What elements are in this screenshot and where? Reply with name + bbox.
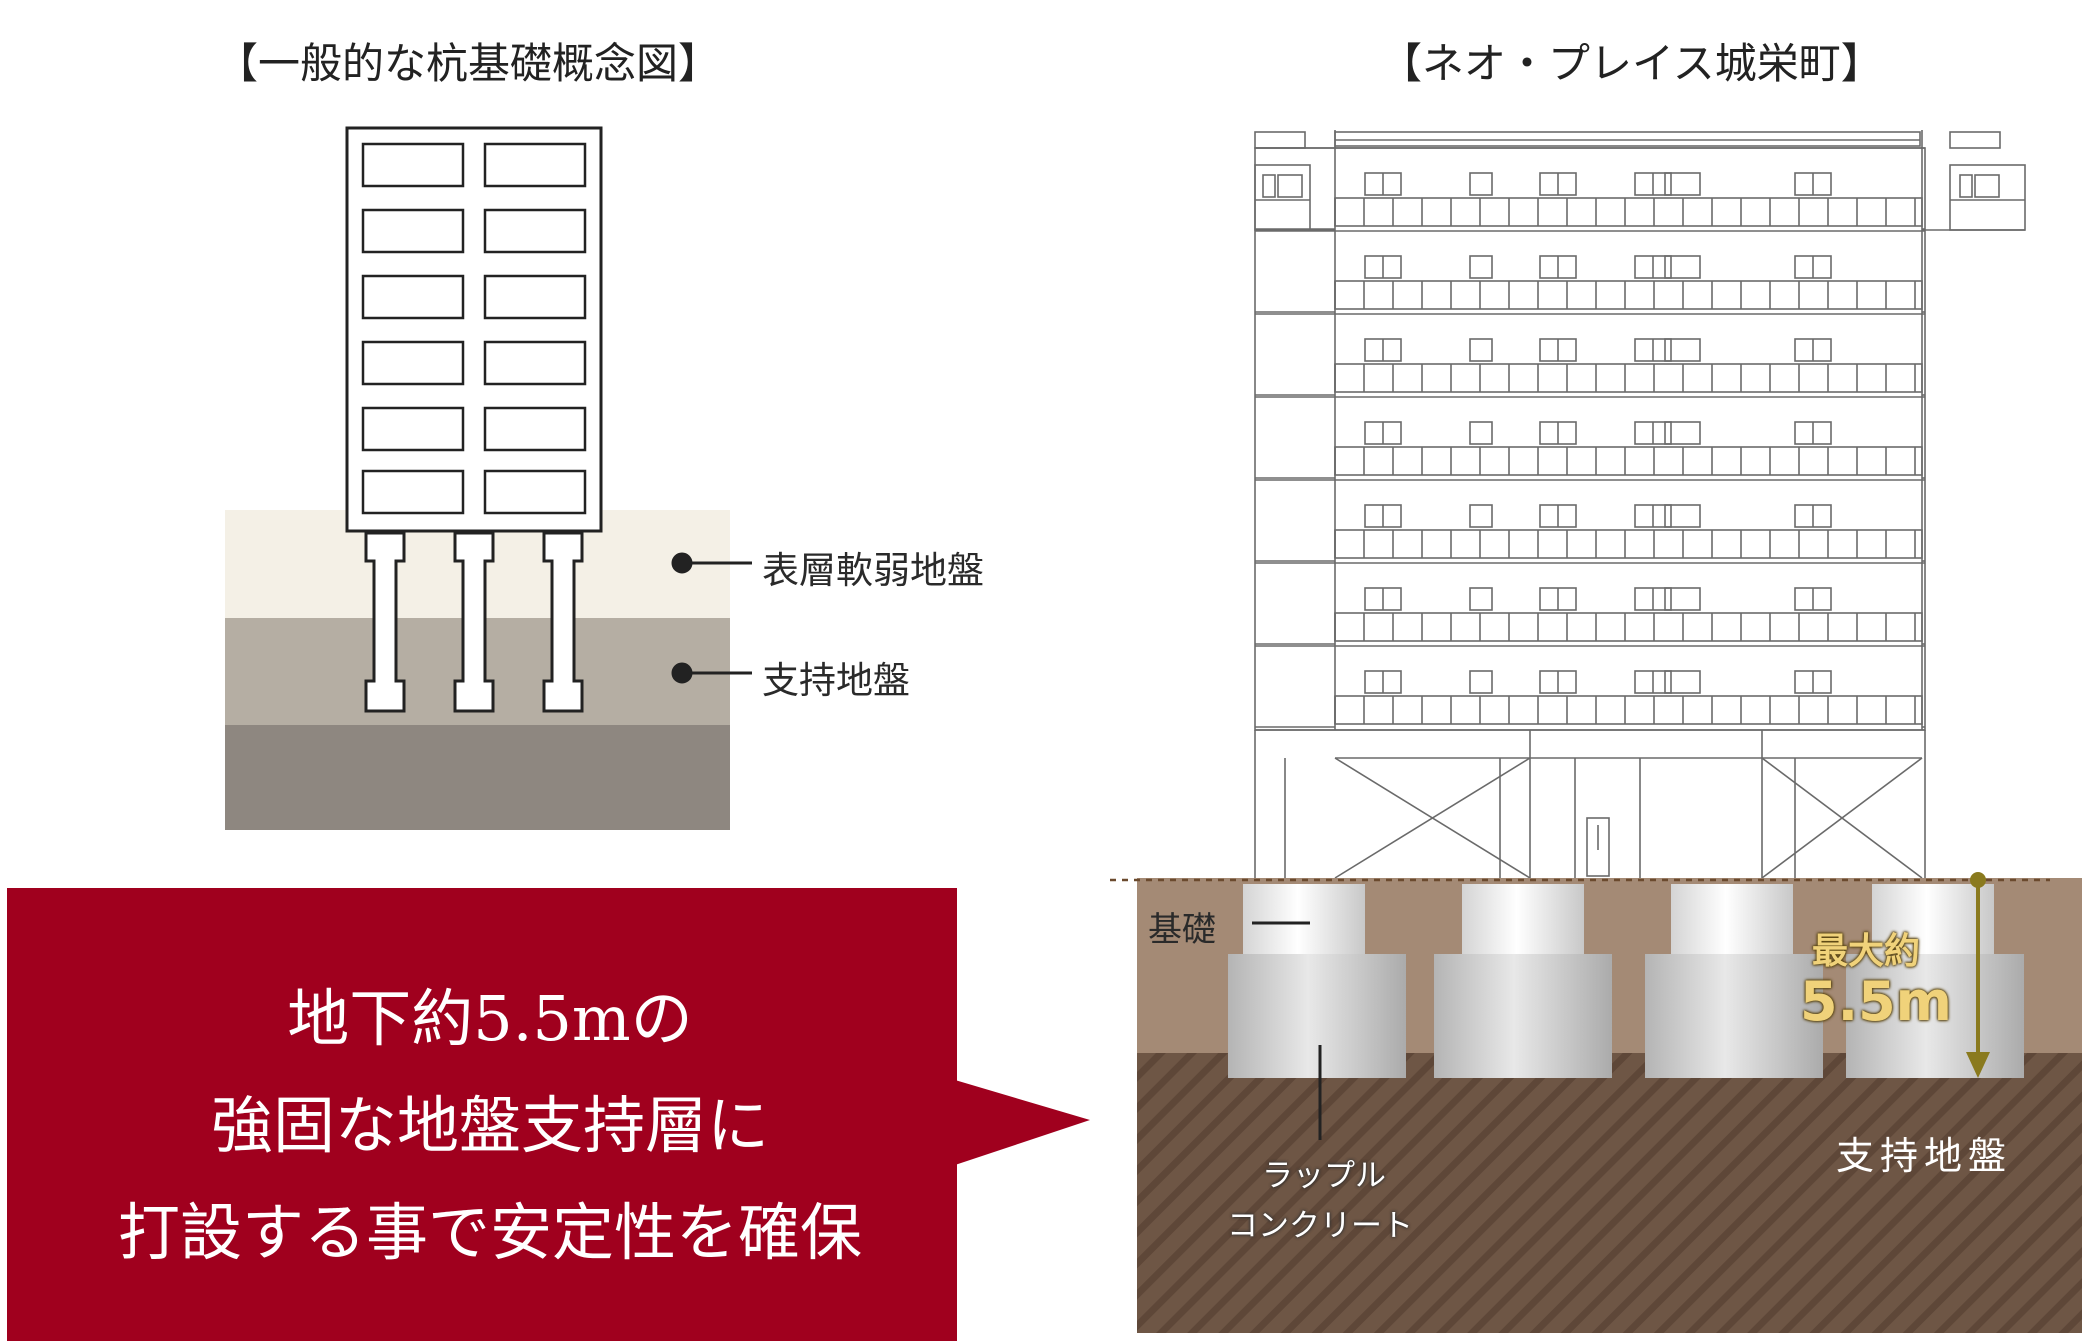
rubble-concrete-label-1: ラップル	[1262, 1158, 1386, 1194]
foundation-3	[1671, 884, 1793, 954]
callout-box	[7, 888, 1090, 1341]
left-leader-lines	[671, 552, 752, 684]
general-diagram-title: 【一般的な杭基礎概念図】	[216, 39, 721, 88]
bearing-stratum-label: 支持地盤	[1836, 1134, 2013, 1178]
rubble-3	[1645, 954, 1823, 1078]
bearing-ground-label: 支持地盤	[762, 659, 910, 702]
foundation-label: 基礎	[1148, 910, 1216, 950]
soft-ground-label: 表層軟弱地盤	[762, 549, 984, 592]
project-diagram-title: 【ネオ・プレイス城栄町】	[1380, 39, 1883, 88]
depth-arrow	[1966, 872, 1990, 1078]
rubble-2	[1434, 954, 1612, 1078]
pile-2	[453, 531, 495, 713]
generic-building	[345, 126, 603, 533]
apartment-elevation	[1254, 130, 2026, 879]
depth-label-prefix: 最大約	[1812, 931, 1921, 972]
right-leader-lines	[1252, 921, 1322, 1140]
rubble-1	[1228, 954, 1406, 1078]
depth-label-value: 5.5m	[1800, 970, 1952, 1033]
deep-ground-layer	[225, 725, 730, 830]
rubble-concrete-label-2: コンクリート	[1227, 1208, 1413, 1244]
foundation-1	[1243, 884, 1365, 954]
foundation-4	[1872, 884, 1994, 954]
foundation-2	[1462, 884, 1584, 954]
callout-line-1: 地下約5.5mの	[287, 982, 693, 1055]
pile-1	[364, 531, 406, 713]
rubble-concrete-columns	[1228, 884, 2024, 1078]
callout-line-2: 強固な地盤支持層に	[210, 1089, 769, 1162]
callout-line-3: 打設する事で安定性を確保	[117, 1196, 862, 1269]
piles	[364, 531, 584, 713]
rubble-4	[1846, 954, 2024, 1078]
pile-3	[542, 531, 584, 713]
bearing-stratum	[1137, 1053, 2082, 1333]
